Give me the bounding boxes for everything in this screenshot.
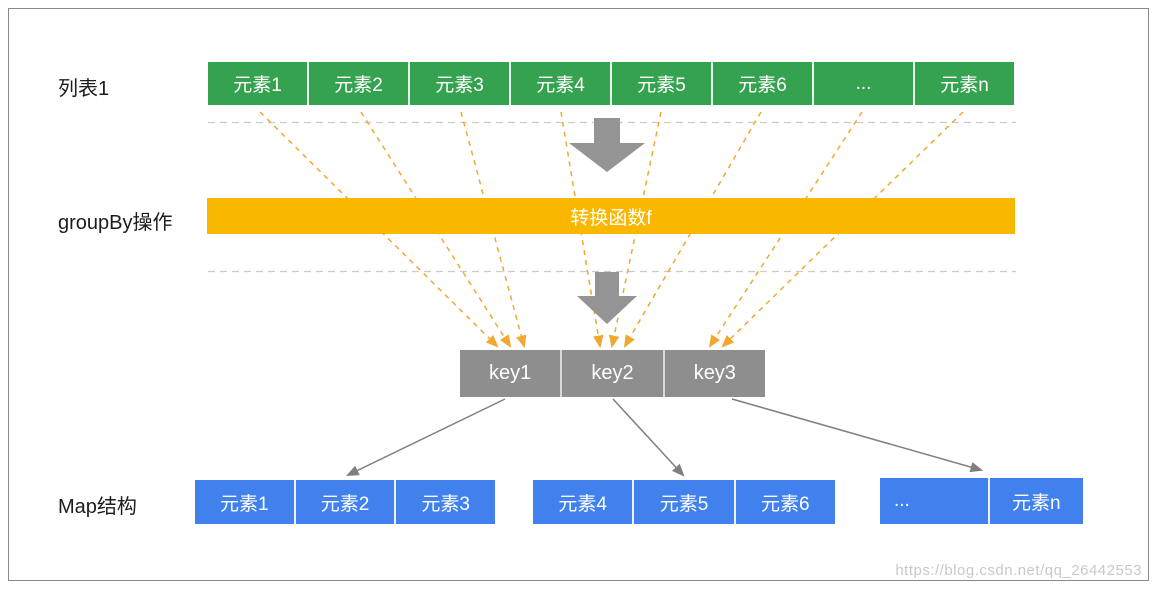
diagram-border — [8, 8, 1149, 581]
list-cell-ellipsis: ... — [812, 62, 913, 105]
list-cell: 元素n — [913, 62, 1014, 105]
map-group-1: 元素1 元素2 元素3 — [195, 480, 495, 524]
csdn-watermark: https://blog.csdn.net/qq_26442553 — [895, 562, 1142, 579]
map-group-2: 元素4 元素5 元素6 — [533, 480, 835, 524]
keys-bar: key1 key2 key3 — [460, 350, 765, 397]
transform-function-text: 转换函数f — [570, 207, 652, 229]
key-cell: key3 — [662, 350, 765, 397]
list-cell: 元素6 — [711, 62, 812, 105]
map-cell: 元素1 — [220, 493, 269, 515]
dashed-separator-lines — [208, 121, 1016, 273]
source-list-bar: 元素1 元素2 元素3 元素4 元素5 元素6 ... 元素n — [208, 62, 1014, 105]
down-block-arrow-middle — [577, 272, 637, 324]
map-row-label: Map结构 — [58, 496, 137, 518]
map-cell: 元素4 — [558, 493, 607, 515]
down-block-arrow-top — [569, 118, 645, 172]
map-cell-ellipsis: ... — [894, 490, 910, 511]
list-row-label: 列表1 — [58, 78, 110, 100]
key-to-group-arrows — [345, 398, 984, 477]
list-cell: 元素1 — [233, 75, 282, 96]
key-cell: key1 — [489, 362, 532, 384]
map-cell: 元素6 — [733, 480, 835, 524]
map-cell: 元素5 — [632, 480, 733, 524]
transform-function-bar: 转换函数f — [207, 198, 1015, 234]
map-group-3: ... 元素n — [880, 478, 1083, 524]
map-cell: 元素2 — [293, 480, 395, 524]
list-cell: 元素5 — [610, 62, 711, 105]
map-cell: 元素3 — [394, 480, 495, 524]
key-cell: key2 — [560, 350, 662, 397]
list-cell: 元素4 — [509, 62, 610, 105]
map-cell: 元素n — [987, 478, 1084, 524]
list-cell: 元素3 — [408, 62, 509, 105]
groupby-row-label: groupBy操作 — [58, 212, 173, 234]
list-cell: 元素2 — [307, 62, 408, 105]
